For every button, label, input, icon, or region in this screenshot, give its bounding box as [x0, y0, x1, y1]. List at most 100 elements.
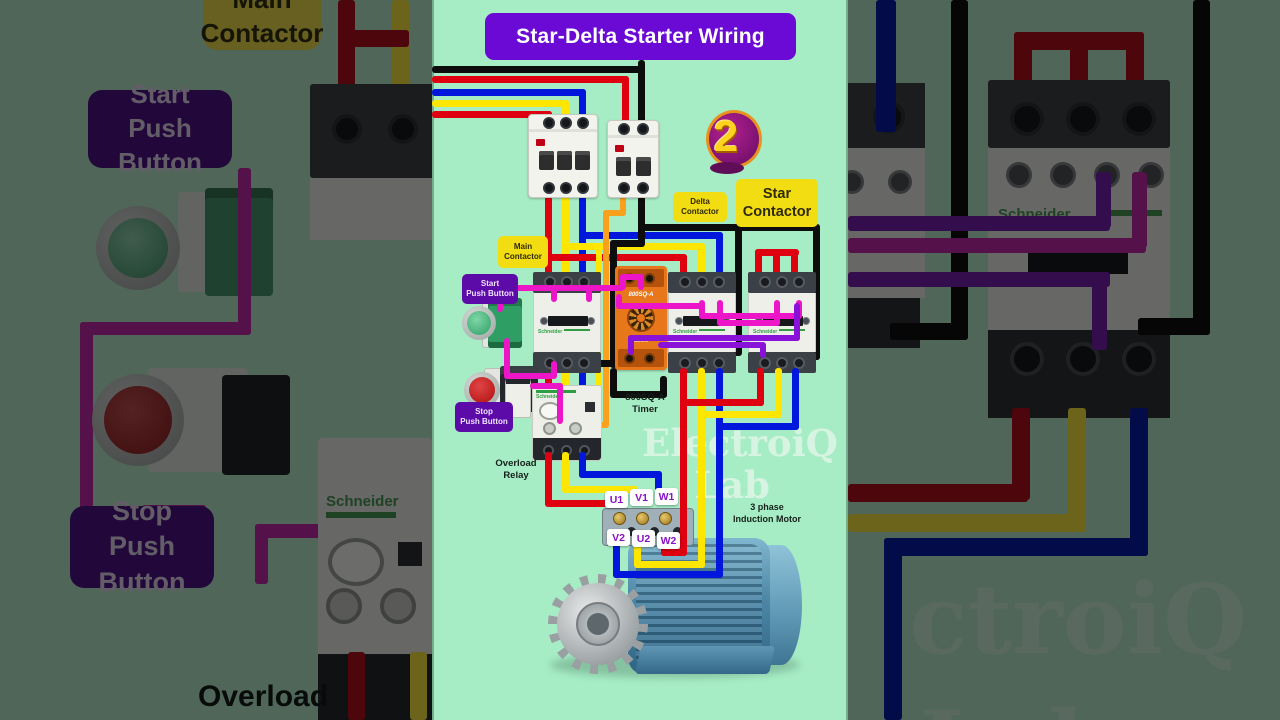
wire-magenta	[557, 383, 563, 424]
terminal	[560, 182, 572, 194]
overload-brand: Schneider	[536, 394, 561, 400]
mcb-toggle[interactable]	[539, 151, 554, 170]
delta-contactor-label: Delta Contactor	[673, 192, 727, 222]
terminal	[561, 357, 573, 369]
contactor-body: Schneider	[533, 293, 601, 373]
terminal	[560, 117, 572, 129]
overload-aux-block	[505, 378, 531, 418]
wire-red	[338, 30, 409, 47]
bg-overload-green-bar	[326, 512, 396, 518]
terminal	[1010, 102, 1044, 136]
badge-foot	[710, 162, 744, 174]
wire-yellow	[848, 514, 1084, 532]
mcb-toggle[interactable]	[616, 157, 631, 176]
wire-blue	[579, 471, 662, 478]
background-right-dim-layer: ctroiQ Lab	[848, 0, 1280, 720]
mcb-toggle[interactable]	[575, 151, 590, 170]
gear-shaft-hole	[587, 613, 609, 635]
wire-black	[638, 224, 820, 231]
bg-star-contactor-top	[988, 80, 1170, 148]
terminal	[577, 117, 589, 129]
wire-magenta	[699, 300, 705, 317]
wire-red	[661, 549, 687, 556]
terminal	[793, 357, 805, 369]
wire-blue	[579, 89, 586, 124]
timer-bottom-terminals	[618, 349, 664, 367]
star-contactor-label: Star Contactor	[736, 179, 818, 227]
wire-magenta	[699, 313, 802, 319]
wire-blue	[884, 538, 902, 720]
wire-magenta	[774, 300, 780, 326]
stop-push-button[interactable]	[469, 377, 495, 403]
wire-yellow	[562, 196, 569, 280]
terminal	[675, 317, 683, 325]
contactor-bottom	[668, 352, 736, 373]
wire-purple	[628, 335, 800, 341]
bg-contactor-top	[310, 84, 432, 178]
wire-black	[610, 240, 617, 368]
terminal	[587, 317, 595, 325]
terminal	[1010, 342, 1044, 376]
wire-purple	[848, 272, 1110, 287]
wire-red	[791, 249, 798, 278]
wire-magenta	[717, 300, 723, 326]
wire-blue	[579, 452, 586, 478]
wire-purple	[658, 342, 764, 348]
wire-purple	[760, 342, 766, 358]
wire-black	[638, 60, 645, 130]
wire-black	[432, 66, 645, 73]
bg-stop-push-button-label: Stop Push Button	[70, 496, 214, 597]
contactor-window	[683, 316, 723, 326]
wire-black	[1138, 318, 1210, 335]
wire-blue	[792, 368, 799, 430]
terminal	[713, 276, 725, 288]
step-number-badge: 2	[702, 108, 764, 174]
wire-orange	[603, 210, 609, 428]
wire-yellow	[562, 486, 638, 493]
timer-model: 800SQ-A	[628, 292, 654, 298]
wire-yellow	[562, 368, 569, 392]
wire-blue	[655, 471, 662, 496]
background-left-dim-layer: Main Contactor Start Push Button	[0, 0, 432, 720]
wire-red	[348, 652, 365, 720]
mcb-toggle[interactable]	[557, 151, 572, 170]
wire-yellow	[410, 652, 427, 720]
mcb-toggle[interactable]	[636, 157, 651, 176]
wire-yellow	[698, 243, 705, 280]
badge-number: 2	[713, 112, 739, 161]
motor-gear	[548, 574, 648, 674]
bg-overload-label: Overload	[198, 680, 329, 713]
wiring-diagram-panel: Star-Delta Starter Wiring ElectroiQ Lab	[432, 0, 848, 720]
contactor-top	[748, 272, 816, 293]
terminal	[644, 273, 655, 284]
terminal	[888, 170, 912, 194]
terminal-stud	[659, 512, 672, 525]
wire-black	[592, 360, 617, 367]
wire-yellow	[775, 368, 782, 418]
wire-red	[432, 76, 629, 83]
wire-magenta	[620, 274, 644, 280]
bg-main-contactor-label: Main Contactor	[201, 0, 323, 50]
terminal	[543, 182, 555, 194]
terminal	[759, 357, 771, 369]
wire-black	[1193, 0, 1210, 335]
terminal-stud	[613, 512, 626, 525]
wire-blue	[579, 232, 723, 239]
overload-test-switch[interactable]	[585, 402, 595, 412]
terminal	[679, 276, 691, 288]
wire-magenta	[530, 383, 563, 389]
terminal-stud	[636, 512, 649, 525]
overload-relay-caption: Overload Relay	[495, 458, 537, 482]
terminal	[776, 357, 788, 369]
wire-yellow	[562, 100, 569, 124]
bg-green-bar	[1096, 210, 1162, 216]
terminal	[776, 276, 788, 288]
contactor-brand: Schneider	[673, 329, 725, 335]
wire-red	[755, 249, 762, 278]
wire-yellow	[698, 368, 705, 568]
motor-caption: 3 phase Induction Motor	[733, 502, 801, 524]
terminal	[802, 317, 810, 325]
start-push-button[interactable]	[467, 311, 491, 335]
wire-black	[610, 368, 617, 396]
wire-black	[735, 224, 742, 354]
